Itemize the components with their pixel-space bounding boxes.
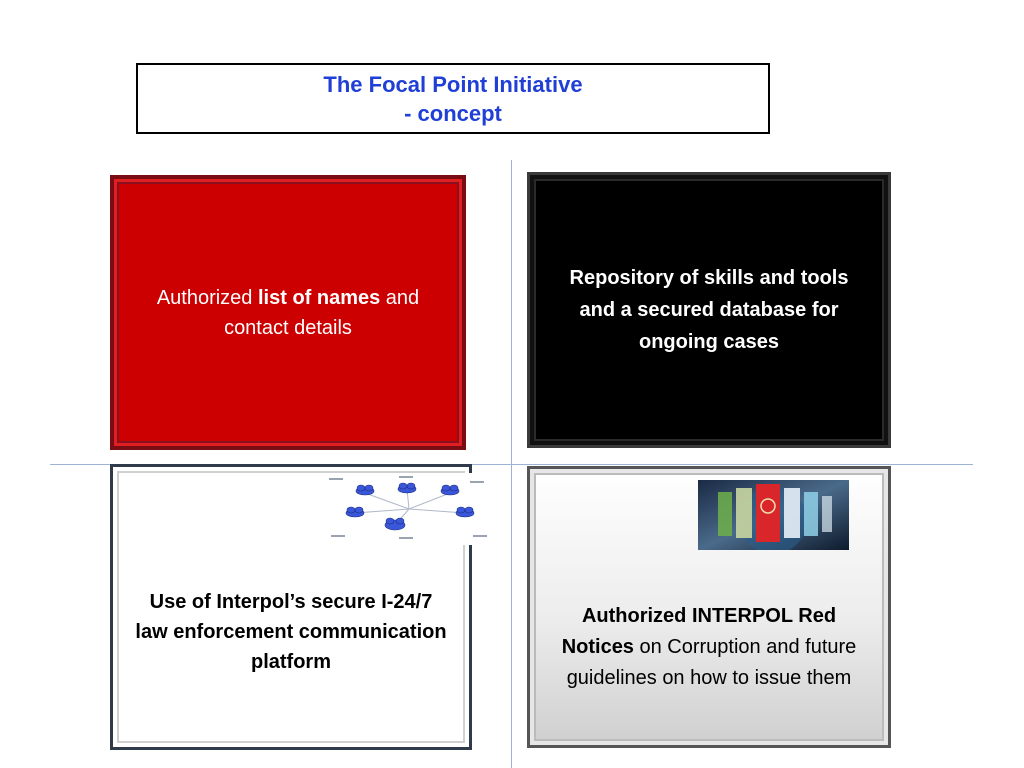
title-line-1: The Focal Point Initiative [323,71,583,97]
panel-i247-text: Use of Interpol’s secure I-24/7 law enfo… [135,591,447,673]
title-box: The Focal Point Initiative - concept [136,63,770,134]
panel-red-notices-text: Authorized INTERPOL Red Notices on Corru… [558,601,860,694]
panel-repository: Repository of skills and tools and a sec… [527,172,891,448]
panel-list-of-names-text: Authorized list of names and contact det… [144,283,432,343]
interpol-notices-icon [698,480,849,550]
network-diagram-icon [325,473,493,545]
panel-text-pre: Authorized [156,286,258,309]
title-line-2: - concept [404,100,502,126]
panel-text-post: and contact details [224,286,420,339]
panel-text-post: on Corruption and future guidelines on h… [566,635,857,689]
panel-repository-text: Repository of skills and tools and a sec… [569,267,849,353]
panel-text-bold: list of names [257,286,381,309]
panel-list-of-names: Authorized list of names and contact det… [110,175,466,450]
panel-text-bold: Authorized INTERPOL Red Notices [561,604,837,658]
horizontal-divider [50,464,973,465]
